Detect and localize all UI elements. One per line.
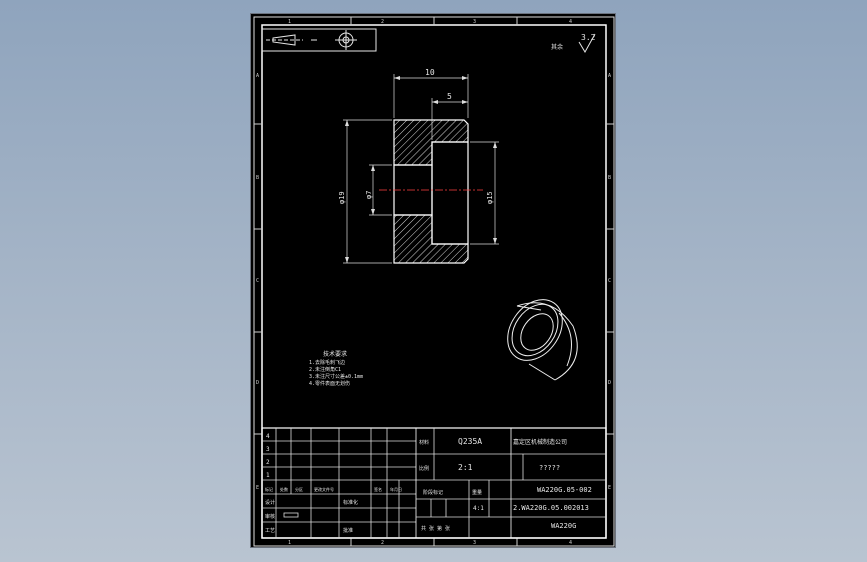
scale-label: 比例	[419, 465, 429, 472]
dim-bore-diameter: φ7	[365, 191, 373, 199]
scale-value: 2:1	[458, 463, 473, 472]
revision-row-2: 2	[266, 459, 270, 466]
sheet-ratio: 4:1	[473, 505, 484, 512]
zone-top-3: 3	[473, 19, 476, 25]
zone-left-d: D	[256, 380, 259, 386]
title-block-text: 4 3 2 1 材料 Q235A 比例 2:1 嘉定区机械制造公司 ????? …	[265, 433, 592, 534]
design-label: 设计	[265, 499, 275, 506]
zone-right-e: E	[608, 485, 611, 491]
approve-label: 批准	[343, 527, 353, 534]
zone-labels: 1 2 3 4 1 2 3 4 A B C D E A B C D E	[256, 19, 611, 546]
cad-drawing: 1 2 3 4 1 2 3 4 A B C D E A B C D E 3.2 …	[253, 16, 615, 547]
dim-counterbore-diameter: φ15	[486, 191, 494, 204]
zone-left-a: A	[256, 73, 259, 79]
title-block	[261, 427, 607, 539]
projection-symbol	[261, 28, 377, 52]
roughness-value: 3.2	[581, 33, 596, 42]
zone-left-b: B	[256, 175, 259, 181]
technical-requirements: 技术要求 1.去除毛刺飞边 2.未注倒角C1 3.未注尺寸公差±0.1mm 4.…	[309, 350, 363, 387]
counterbore-outline	[431, 141, 469, 245]
zone-right-b: B	[608, 175, 611, 181]
dimension-arrows	[345, 76, 497, 263]
col-count: 处数	[280, 486, 288, 492]
material-value: Q235A	[458, 437, 482, 446]
dim-total-length: 10	[425, 68, 435, 77]
tech-req-line-4: 4.零件表面无划伤	[309, 380, 350, 387]
material-label: 材料	[419, 439, 429, 446]
revision-row-1: 1	[266, 472, 270, 479]
drawing-sheet: 1 2 3 4 1 2 3 4 A B C D E A B C D E 3.2 …	[250, 13, 616, 548]
weight-label: 重量	[472, 489, 482, 496]
zone-top-4: 4	[569, 19, 572, 25]
tech-req-line-2: 2.未注倒角C1	[309, 366, 341, 373]
tech-req-line-3: 3.未注尺寸公差±0.1mm	[309, 373, 363, 380]
roughness-symbol: 3.2 其余	[551, 33, 596, 53]
zone-bottom-3: 3	[473, 540, 476, 546]
zone-left-c: C	[256, 278, 259, 284]
file-number: 2.WA220G.05.002013	[513, 504, 589, 512]
zone-ticks	[254, 17, 614, 546]
section-view	[379, 119, 483, 264]
zone-right-a: A	[608, 73, 611, 79]
zone-bottom-1: 1	[288, 540, 291, 546]
check-label: 审核	[265, 513, 275, 520]
revision-row-3: 3	[266, 446, 270, 453]
zone-left-e: E	[256, 485, 259, 491]
company-name: 嘉定区机械制造公司	[513, 438, 567, 446]
part-name: ?????	[539, 464, 560, 472]
dim-counterbore-depth: 5	[447, 92, 452, 101]
roughness-note: 其余	[551, 43, 563, 51]
tech-req-title: 技术要求	[323, 350, 347, 358]
zone-top-2: 2	[381, 19, 384, 25]
col-date: 年月日	[390, 486, 402, 492]
tech-req-line-1: 1.去除毛刺飞边	[309, 359, 345, 366]
sheets-label: 共 张 第 张	[421, 525, 450, 532]
col-signature: 签名	[374, 486, 382, 492]
product-code: WA220G	[551, 522, 576, 530]
revision-row-4: 4	[266, 433, 270, 440]
zone-bottom-4: 4	[569, 540, 572, 546]
zone-bottom-2: 2	[381, 540, 384, 546]
zone-top-1: 1	[288, 19, 291, 25]
col-mark: 标记	[265, 486, 273, 492]
zone-right-c: C	[608, 278, 611, 284]
process-label: 工艺	[265, 528, 275, 534]
drawing-number: WA220G.05-002	[537, 486, 592, 494]
isometric-view	[507, 299, 578, 381]
dim-outer-diameter: φ19	[338, 191, 346, 204]
hatch-lower	[393, 214, 469, 264]
std-label: 标准化	[343, 499, 358, 506]
col-change-doc: 更改文件号	[314, 486, 334, 492]
col-zone: 分区	[295, 486, 303, 492]
zone-right-d: D	[608, 380, 611, 386]
dimension-lines	[343, 74, 499, 264]
stage-label: 阶段标记	[423, 489, 443, 496]
